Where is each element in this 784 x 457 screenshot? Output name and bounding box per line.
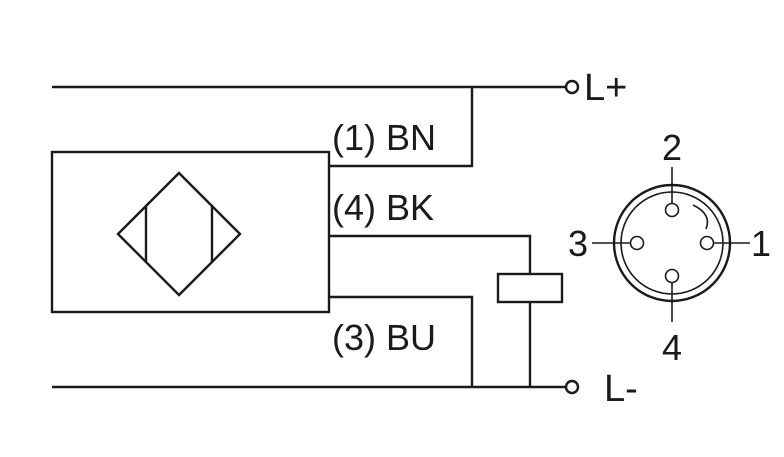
negative-terminal-label: L-	[604, 368, 638, 410]
blue-wire-label: (3) BU	[332, 317, 436, 358]
blue-wire	[329, 295, 474, 387]
connector-key	[692, 204, 709, 230]
pin-4	[664, 268, 680, 284]
negative-terminal	[564, 379, 580, 395]
pin-2-label: 2	[662, 127, 682, 168]
inductive-sensor-symbol	[116, 171, 242, 297]
positive-terminal-label: L+	[584, 67, 627, 109]
brown-wire-label: (1) BN	[332, 117, 436, 158]
connector-inner-ring	[620, 191, 724, 295]
pin-2	[664, 202, 680, 218]
black-wire-label: (4) BK	[332, 187, 434, 228]
sensor-body	[50, 150, 331, 314]
brown-wire	[329, 87, 474, 168]
load	[496, 272, 564, 304]
pin-1	[699, 235, 715, 251]
pin-1-label: 1	[751, 223, 771, 264]
pin-3	[629, 235, 645, 251]
black-wire	[329, 234, 532, 274]
pin-3-label: 3	[568, 223, 588, 264]
connector-pinout: 2 3 1 4	[568, 127, 771, 368]
pin-4-label: 4	[662, 327, 682, 368]
positive-terminal	[564, 79, 580, 95]
